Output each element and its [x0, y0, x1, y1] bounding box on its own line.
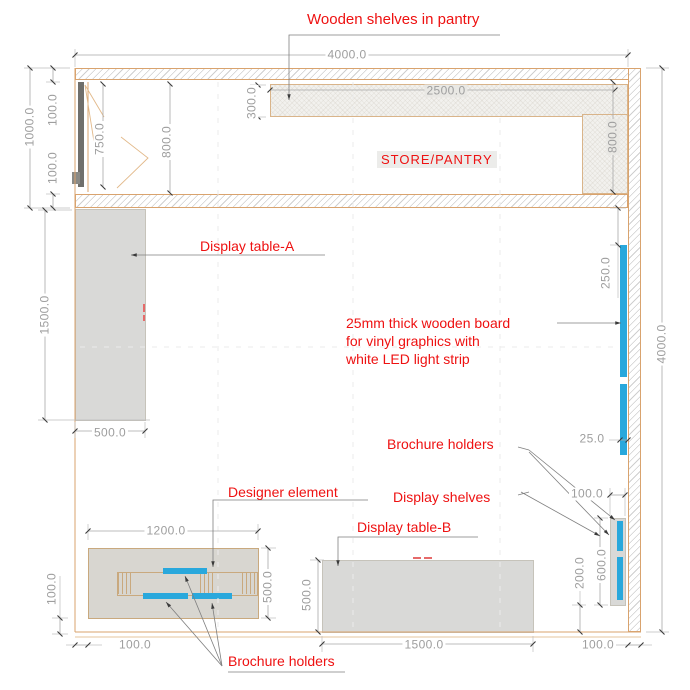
wall-right [628, 68, 641, 632]
dim-wall-top: 100.0 [45, 91, 60, 129]
wall-pantry-bottom [75, 194, 628, 208]
shelf-unit-strip-lower [617, 557, 623, 600]
dim-pantry-total-height: 1000.0 [22, 105, 37, 149]
shelf-unit-strip-upper [617, 521, 623, 551]
dim-table-a-length: 1500.0 [37, 293, 52, 337]
dim-wall-right: 100.0 [579, 637, 617, 652]
pantry-shelf-return [582, 114, 628, 194]
label-brochure-holders-upper: Brochure holders [387, 436, 494, 452]
door-hinge [72, 172, 80, 184]
label-store-pantry: STORE/PANTRY [377, 151, 497, 168]
dim-led-offset: 250.0 [598, 254, 613, 292]
designer-slats-left [118, 573, 131, 594]
brochure-holder-bottom-left [143, 593, 188, 599]
dim-shelf-length: 2500.0 [424, 83, 468, 98]
led-board-strip-lower [620, 384, 627, 455]
fixture-mark-b2 [424, 557, 432, 559]
label-wooden-board-line1: 25mm thick wooden board [346, 315, 511, 331]
dim-shelf-return: 800.0 [605, 118, 620, 156]
dim-table-a-width: 500.0 [91, 425, 129, 440]
label-wooden-board: 25mm thick wooden board for vinyl graphi… [346, 314, 510, 368]
display-table-a [75, 209, 146, 421]
designer-slats-middle [200, 573, 216, 594]
dim-room-height-right: 4000.0 [654, 322, 669, 366]
dim-board-thickness: 25.0 [577, 431, 607, 446]
dim-room-width-top: 4000.0 [325, 47, 369, 62]
dim-shelf-unit-height: 600.0 [594, 546, 609, 584]
dim-door-opening: 750.0 [92, 120, 107, 158]
brochure-holder-top [163, 568, 207, 574]
designer-slats-right [242, 573, 255, 594]
fixture-mark-b1 [413, 557, 421, 559]
dim-designer-bottom-gap: 100.0 [44, 570, 59, 608]
label-wooden-board-line3: white LED light strip [346, 351, 470, 367]
led-board-strip-upper [620, 245, 627, 377]
label-display-table-a: Display table-A [200, 238, 295, 254]
label-display-table-b: Display table-B [357, 519, 452, 535]
dim-table-b-width: 500.0 [299, 576, 314, 614]
dim-wall-pantry-bottom: 100.0 [45, 149, 60, 187]
dim-pantry-inner-height: 800.0 [159, 123, 174, 161]
brochure-holder-bottom-right [192, 593, 232, 599]
label-brochure-holders-lower: Brochure holders [228, 653, 335, 669]
label-wooden-board-line2: for vinyl graphics with [346, 333, 480, 349]
dim-table-b-length: 1500.0 [402, 637, 446, 652]
door-leaf [78, 82, 84, 187]
display-table-b [322, 560, 534, 633]
label-display-shelves: Display shelves [393, 489, 491, 505]
dim-shelf-unit-width: 100.0 [568, 486, 606, 501]
dim-designer-length: 1200.0 [144, 523, 188, 538]
label-designer-element: Designer element [228, 484, 338, 500]
fixture-mark-a1 [143, 304, 145, 312]
fixture-mark-a2 [143, 315, 145, 321]
wall-top [75, 68, 641, 80]
dim-shelf-unit-bottom-gap: 200.0 [572, 554, 587, 592]
label-wooden-shelves: Wooden shelves in pantry [307, 11, 480, 28]
dim-shelf-depth: 300.0 [244, 84, 259, 122]
dim-designer-width: 500.0 [260, 568, 275, 606]
dim-designer-left-gap: 100.0 [116, 637, 154, 652]
